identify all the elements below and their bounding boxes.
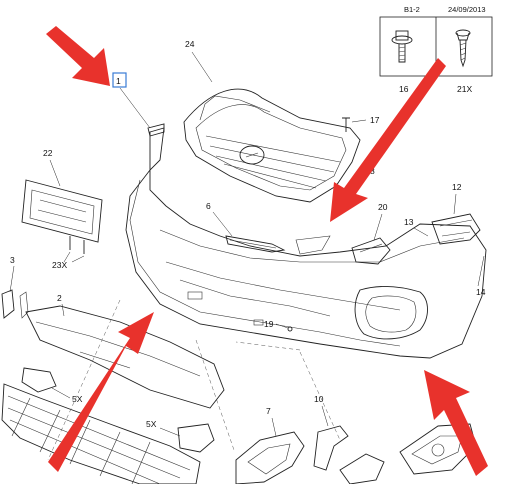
callout-5x-left: 5X: [72, 394, 83, 404]
callout-19: 19: [264, 319, 274, 329]
screw-17: 17: [342, 115, 380, 132]
bolt-icon: [391, 30, 413, 63]
part-10-bracket: 10: [313, 394, 349, 471]
callout-24: 24: [185, 39, 195, 49]
callout-13: 13: [404, 217, 414, 227]
callout-8: 8: [370, 166, 375, 176]
callout-7: 7: [266, 406, 271, 416]
callout-12: 12: [452, 182, 462, 192]
bumper-cover: 1: [112, 72, 487, 359]
part-2-lower-trim: 2: [25, 293, 225, 409]
callout-10: 10: [314, 394, 324, 404]
callout-16: 16: [399, 84, 409, 94]
lower-grille: [1, 383, 201, 484]
callout-3: 3: [10, 255, 15, 265]
upper-grille: 24: [183, 39, 361, 203]
callout-21x: 21X: [457, 84, 472, 94]
part-12-bracket: 12 13 14: [404, 182, 486, 297]
callout-2: 2: [57, 293, 62, 303]
red-arrow-icon: [46, 26, 488, 476]
inset-header-right: 24/09/2013: [448, 5, 486, 14]
callout-20: 20: [378, 202, 388, 212]
callout-1-box: [112, 72, 127, 88]
callout-1: 1: [116, 76, 121, 86]
license-plate-bracket: 22 23X: [21, 148, 103, 270]
part-7-fog-cover: 7: [235, 406, 305, 484]
part-19: 19: [264, 319, 293, 332]
assembly-leader-lines: [47, 299, 341, 461]
callout-17: 17: [370, 115, 380, 125]
callout-22: 22: [43, 148, 53, 158]
inset-header-left: B1-2: [404, 5, 420, 14]
callout-5x-right: 5X: [146, 419, 157, 429]
fastener-inset: B1-2 24/09/2013 16 21X: [379, 5, 493, 94]
callout-6: 6: [206, 201, 211, 211]
part-3: 3: [1, 255, 29, 319]
part-20-bracket: 20: [351, 202, 391, 265]
part-6-strip: 6: [206, 201, 286, 253]
part-5x: 5X 5X: [21, 367, 215, 453]
screw-icon: [455, 29, 471, 68]
callout-23x: 23X: [52, 260, 67, 270]
callout-14: 14: [476, 287, 486, 297]
